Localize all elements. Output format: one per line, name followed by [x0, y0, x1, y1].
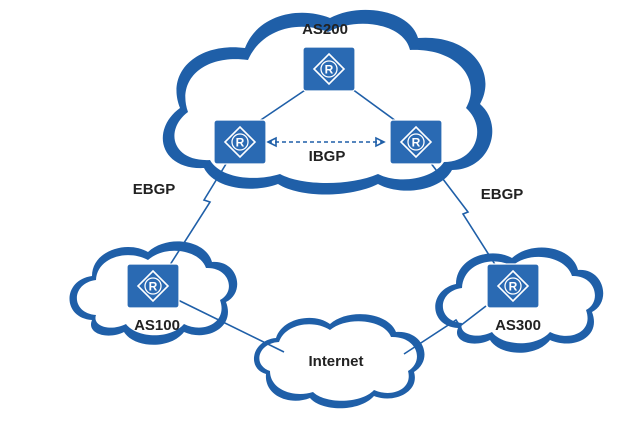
label-ebgp-right: EBGP [481, 186, 524, 203]
router-as200-right [389, 119, 443, 165]
ibgp-arrow-right [375, 136, 386, 148]
label-as300: AS300 [495, 317, 541, 334]
router-as200-left [213, 119, 267, 165]
router-as100 [126, 263, 180, 309]
ibgp-arrow-left [266, 136, 277, 148]
router-as200-top [302, 46, 356, 92]
label-internet: Internet [308, 353, 363, 370]
ebgp-right-link [429, 161, 497, 267]
link-as100-internet [177, 299, 285, 353]
label-as200: AS200 [302, 21, 348, 38]
router-as300 [486, 263, 540, 309]
label-as100: AS100 [134, 317, 180, 334]
ebgp-left-link [167, 163, 227, 269]
link-as300-internet [403, 305, 487, 355]
label-ibgp: IBGP [309, 148, 346, 165]
label-ebgp-left: EBGP [133, 181, 176, 198]
cloud-internet [253, 314, 425, 409]
